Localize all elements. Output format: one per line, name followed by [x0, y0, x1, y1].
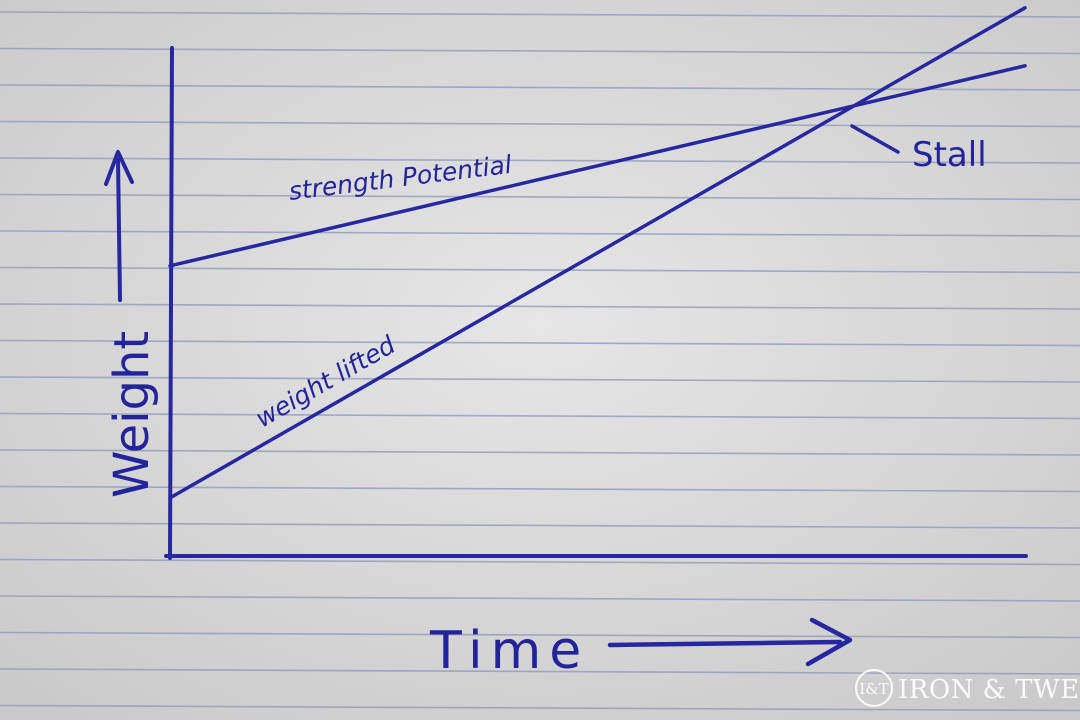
- series-line-weight-lifted: [168, 6, 1027, 500]
- ruled-line: [0, 704, 1080, 712]
- ruled-line: [0, 449, 1080, 456]
- ruled-line: [0, 47, 1080, 55]
- y-axis-label: Weight: [104, 331, 160, 498]
- ruled-lines: [0, 11, 1080, 712]
- watermark-monogram: I&T: [859, 680, 888, 698]
- ruled-line: [0, 303, 1080, 310]
- monogram-circle-icon: [855, 669, 893, 707]
- ruled-line: [0, 266, 1080, 274]
- ruled-line: [0, 522, 1080, 529]
- x-arrow-shaft: [607, 639, 843, 648]
- x-arrow-head-icon: [805, 617, 853, 667]
- y-arrow-shaft: [116, 158, 122, 302]
- ruled-line: [0, 84, 1080, 91]
- stall-pointer-line: [850, 124, 900, 154]
- y-axis-line: [168, 46, 174, 560]
- series-layer: [168, 6, 1027, 500]
- ruled-line: [0, 157, 1080, 164]
- ruled-line: [0, 193, 1080, 201]
- series-line-strength-potential: [168, 64, 1027, 268]
- y-arrow-head-icon: [104, 150, 134, 186]
- ruled-line: [0, 631, 1080, 639]
- iron-and-tweed-watermark: I&T IRON & TWEED: [855, 669, 1080, 707]
- ruled-line: [0, 668, 1080, 675]
- ruled-line: [0, 376, 1080, 383]
- ruled-line: [0, 558, 1080, 566]
- annotation-stall: Stall: [912, 135, 987, 175]
- ruled-line: [0, 120, 1080, 128]
- ruled-line: [0, 595, 1080, 602]
- ruled-line: [0, 230, 1080, 237]
- watermark-text: IRON & TWEED: [898, 675, 1080, 705]
- ruled-line: [0, 11, 1080, 18]
- ruled-line: [0, 485, 1080, 493]
- x-axis-label: Time: [429, 621, 589, 681]
- ruled-line: [0, 339, 1080, 347]
- ruled-line: [0, 412, 1080, 420]
